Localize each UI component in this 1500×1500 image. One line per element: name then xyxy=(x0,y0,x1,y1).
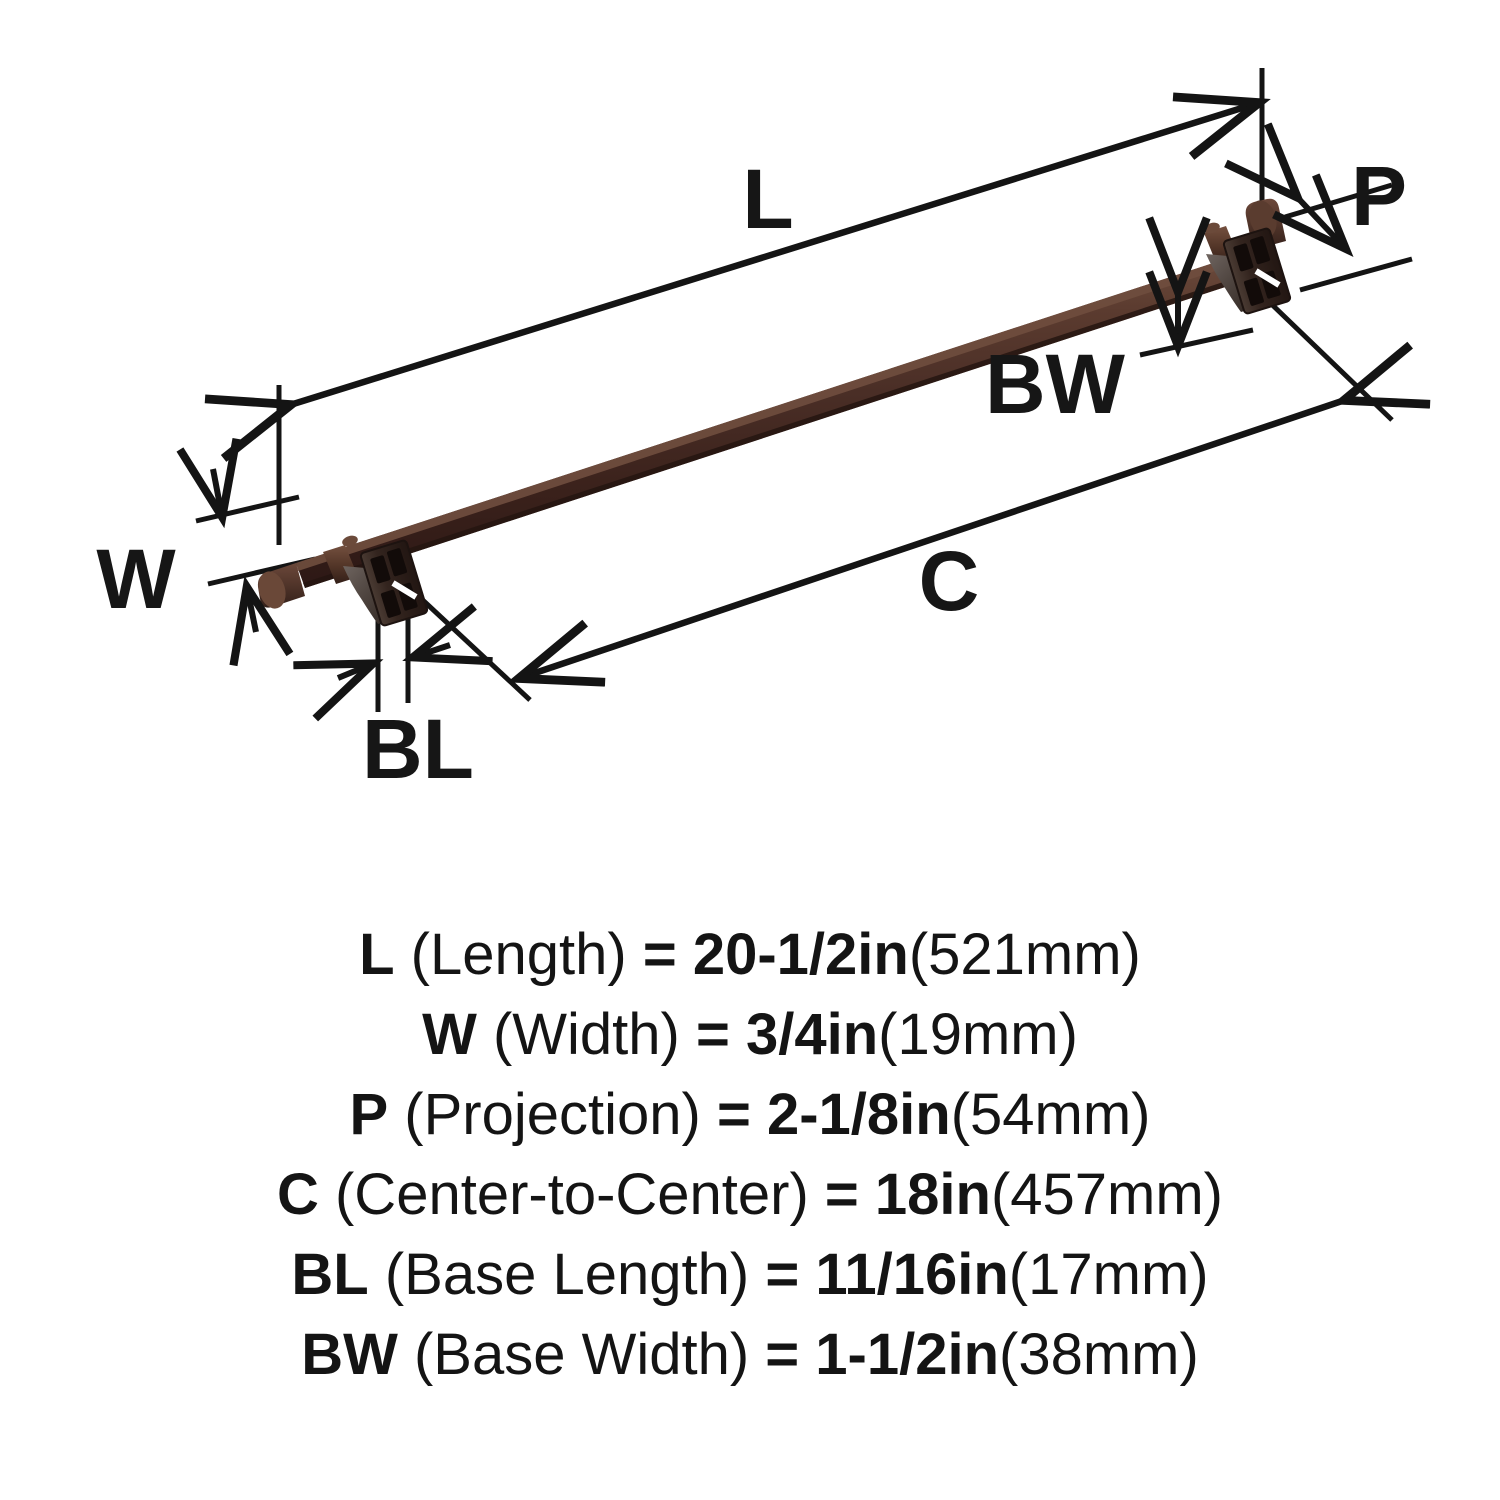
legend-row: BW (Base Width) = 1-1/2in(38mm) xyxy=(0,1315,1500,1395)
legend-description: (Projection) xyxy=(388,1082,701,1148)
left-center-marker xyxy=(391,580,418,600)
legend-abbr: BW xyxy=(301,1322,398,1388)
legend-row: L (Length) = 20-1/2in(521mm) xyxy=(0,915,1500,995)
legend-value-metric: (38mm) xyxy=(999,1322,1199,1388)
ext-line-c-right xyxy=(1260,293,1394,422)
legend-row: P (Projection) = 2-1/8in(54mm) xyxy=(0,1075,1500,1155)
legend-abbr: C xyxy=(276,1162,319,1228)
appliance-pull-product xyxy=(257,198,1292,627)
legend-equals: = xyxy=(808,1162,875,1228)
legend-value-imperial: 2-1/8in xyxy=(766,1082,951,1148)
diagram-svg: L xyxy=(96,68,1500,796)
dim-arrow-p xyxy=(1297,197,1345,248)
dim-label-c: C xyxy=(919,534,980,628)
dimension-line-l xyxy=(290,103,1258,405)
dimension-line-bl xyxy=(338,645,450,678)
dim-arrow-l xyxy=(290,103,1258,405)
legend-equals: = xyxy=(749,1322,816,1388)
legend-abbr: W xyxy=(422,1002,477,1068)
left-base-slot-1 xyxy=(370,555,391,584)
ext-line-w-top xyxy=(195,494,300,524)
legend-row: W (Width) = 3/4in(19mm) xyxy=(0,995,1500,1075)
legend-abbr: BL xyxy=(291,1242,369,1308)
right-center-marker xyxy=(1254,268,1281,288)
right-base-slot-3 xyxy=(1243,277,1264,306)
dim-arrow-bl-left xyxy=(338,664,372,678)
dim-label-bw: BW xyxy=(985,337,1126,431)
dim-arrow-w-bottom xyxy=(247,588,256,632)
left-top-nub xyxy=(342,535,358,547)
legend-equals: = xyxy=(700,1082,767,1148)
dimension-legend: L (Length) = 20-1/2in(521mm) W (Width) =… xyxy=(0,915,1500,1395)
dim-arrow-w-top xyxy=(213,469,222,516)
legend-value-metric: (521mm) xyxy=(908,922,1141,987)
legend-value-imperial: 1-1/2in xyxy=(815,1322,1000,1388)
dim-arrow-bl-right xyxy=(414,645,450,657)
dimension-line-c xyxy=(520,400,1345,678)
left-base-slot-3 xyxy=(380,589,401,618)
dimension-line-p xyxy=(1297,197,1345,248)
legend-value-imperial: 3/4in xyxy=(745,1002,879,1068)
legend-equals: = xyxy=(626,922,693,987)
legend-description: (Width) xyxy=(476,1002,680,1068)
dim-arrow-c xyxy=(520,400,1345,678)
legend-equals: = xyxy=(749,1242,816,1308)
product-dimension-diagram: L xyxy=(96,68,1500,796)
dimension-line-w xyxy=(213,469,256,632)
legend-row: BL (Base Length) = 11/16in(17mm) xyxy=(0,1235,1500,1315)
legend-value-metric: (54mm) xyxy=(950,1082,1151,1148)
legend-description: (Base Width) xyxy=(397,1322,750,1388)
legend-description: (Center-to-Center) xyxy=(318,1162,809,1228)
legend-value-metric: (19mm) xyxy=(878,1002,1078,1068)
dim-label-bl: BL xyxy=(362,702,474,796)
legend-value-imperial: 20-1/2in xyxy=(692,922,909,987)
legend-description: (Length) xyxy=(394,922,627,987)
legend-abbr: L xyxy=(359,922,395,987)
dim-label-w: W xyxy=(96,532,176,626)
legend-value-imperial: 18in xyxy=(874,1162,991,1228)
dim-label-p: P xyxy=(1351,149,1407,243)
legend-equals: = xyxy=(679,1002,746,1068)
legend-value-metric: (457mm) xyxy=(990,1162,1223,1228)
ext-line-p-bottom xyxy=(1299,256,1413,293)
legend-value-metric: (17mm) xyxy=(1008,1242,1209,1308)
legend-row: C (Center-to-Center) = 18in(457mm) xyxy=(0,1155,1500,1235)
legend-value-imperial: 11/16in xyxy=(815,1242,1009,1308)
ext-line-bw-bottom xyxy=(1139,327,1254,358)
dim-label-l: L xyxy=(742,152,793,246)
legend-description: (Base Length) xyxy=(368,1242,750,1308)
left-base-slot-2 xyxy=(387,548,408,577)
legend-abbr: P xyxy=(349,1082,389,1148)
